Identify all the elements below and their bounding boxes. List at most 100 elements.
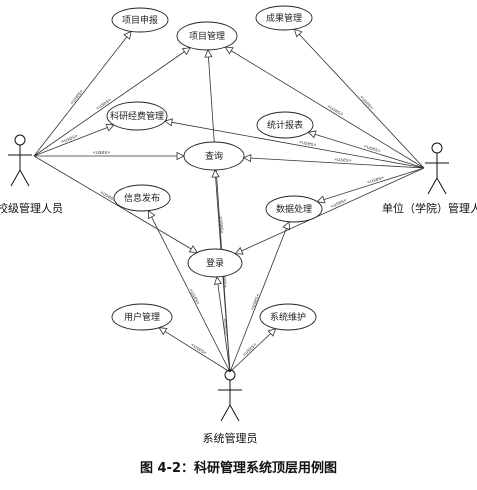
relation-line xyxy=(243,157,425,169)
use-case-ellipse xyxy=(265,195,323,223)
relation-line xyxy=(294,28,425,169)
relation-arrowhead xyxy=(307,130,317,139)
relation-stereotype-label: «uses» xyxy=(60,133,79,145)
use-case-uc7: 信息发布 xyxy=(113,184,171,212)
use-case-label: 用户管理 xyxy=(124,311,160,323)
use-case-ellipse xyxy=(187,248,243,278)
use-case-label: 信息发布 xyxy=(124,192,160,204)
relation-line xyxy=(164,120,425,169)
relation-arrowhead xyxy=(164,118,173,127)
relation-line xyxy=(317,167,425,203)
actor-head xyxy=(431,142,443,154)
actor-leg xyxy=(220,404,231,422)
relation-arrowhead xyxy=(188,245,198,253)
relation-arrowhead xyxy=(211,169,220,178)
relation-arrowhead xyxy=(242,153,252,163)
relation-arrowhead xyxy=(282,220,291,231)
relation-arrowhead xyxy=(105,123,115,132)
relation-arrowhead xyxy=(181,47,191,56)
relation-stereotype-label: «uses» xyxy=(221,318,229,336)
use-case-label: 查询 xyxy=(205,150,223,162)
relation-stereotype-label: «uses» xyxy=(326,104,344,118)
use-case-uc9: 登录 xyxy=(187,248,243,278)
relation-stereotype-label: «uses» xyxy=(363,143,382,154)
use-case-uc10: 用户管理 xyxy=(111,303,173,331)
actor-head xyxy=(14,134,26,146)
relation-line xyxy=(216,276,231,373)
use-case-ellipse xyxy=(183,141,245,171)
actor-admin: 系统管理员 xyxy=(203,369,258,445)
actor-leg xyxy=(19,169,30,187)
actor-school: 校级管理人员 xyxy=(0,134,63,215)
actor-dept: 单位（学院）管理人员 xyxy=(382,142,477,215)
use-case-label: 成果管理 xyxy=(266,12,302,24)
use-case-ellipse xyxy=(111,7,169,33)
relation-stereotype-label: «uses» xyxy=(190,342,208,356)
relation-arrowhead xyxy=(316,195,326,204)
use-case-label: 系统维护 xyxy=(270,311,306,323)
use-case-ellipse xyxy=(113,184,171,212)
use-case-label: 登录 xyxy=(206,258,224,269)
relation-line xyxy=(225,46,425,169)
relation-stereotype-label: «uses» xyxy=(298,139,316,148)
use-case-label: 数据处理 xyxy=(276,203,312,215)
relation-line xyxy=(148,210,231,373)
relation-stereotype-label: «uses» xyxy=(366,175,385,186)
use-case-uc8: 数据处理 xyxy=(265,195,323,223)
use-case-uc11: 系统维护 xyxy=(259,303,317,331)
relation-stereotype-label: «uses» xyxy=(250,293,262,312)
use-case-uc2: 项目管理 xyxy=(176,21,238,51)
use-case-label: 项目管理 xyxy=(189,30,225,42)
relation-stereotype-label: «uses» xyxy=(334,157,352,164)
relation-arrowhead xyxy=(204,49,213,58)
use-case-uc1: 项目申报 xyxy=(111,7,169,33)
relation-arrowhead xyxy=(123,30,132,40)
use-case-uc3: 成果管理 xyxy=(255,5,313,31)
relation-stereotype-label: «uses» xyxy=(69,89,85,107)
relation-arrowhead xyxy=(213,276,223,285)
relation-arrowhead xyxy=(158,327,168,336)
figure-caption: 图 4-2：科研管理系统顶层用例图 xyxy=(139,461,337,476)
relation-stereotype-label: «uses» xyxy=(329,197,347,210)
relation-arrowhead xyxy=(293,28,303,38)
relation-stereotype-label: «uses» xyxy=(221,270,228,288)
relation-line xyxy=(33,124,115,157)
use-case-diagram: «uses» «uses» «uses» «uses» «uses» «uses» «use… xyxy=(0,5,477,445)
relation-line xyxy=(229,328,276,373)
actor-leg xyxy=(427,177,438,195)
relation-line xyxy=(33,47,191,157)
use-case-uc4: 科研经费管理 xyxy=(106,101,168,131)
actor-leg xyxy=(10,169,21,187)
use-case-ellipse xyxy=(259,303,317,331)
relation-stereotype-label: «uses» xyxy=(188,288,201,306)
relation-line xyxy=(308,131,425,169)
relation-line xyxy=(158,327,231,373)
relation-arrowhead xyxy=(224,46,234,55)
actor-leg xyxy=(436,177,447,195)
use-case-ellipse xyxy=(176,21,238,51)
actor-leg xyxy=(229,404,240,422)
use-case-ellipse xyxy=(256,111,314,139)
relation-line xyxy=(229,221,290,373)
relation-stereotype-label: «uses» xyxy=(93,150,111,156)
relation-line xyxy=(235,167,425,255)
relation-arrowhead xyxy=(234,246,244,255)
actor-label: 系统管理员 xyxy=(203,431,258,445)
relation-arrowhead xyxy=(267,328,277,337)
relation-stereotype-label: «uses» xyxy=(218,216,225,234)
use-case-label: 科研经费管理 xyxy=(110,110,164,122)
relation-line xyxy=(33,155,198,253)
actor-label: 单位（学院）管理人员 xyxy=(382,201,477,215)
relation-stereotype-label: «uses» xyxy=(358,94,374,111)
use-case-ellipse xyxy=(111,303,173,331)
actor-label: 校级管理人员 xyxy=(0,201,63,215)
use-case-uc5: 统计报表 xyxy=(256,111,314,139)
relation-arrowhead xyxy=(147,209,156,220)
use-case-ellipse xyxy=(106,101,168,131)
relation-arrowhead xyxy=(176,151,185,161)
relation-line xyxy=(33,31,132,157)
use-case-ellipse xyxy=(255,5,313,31)
use-case-label: 统计报表 xyxy=(267,119,303,131)
use-case-uc6: 查询 xyxy=(183,141,245,171)
relation-stereotype-label: «uses» xyxy=(241,342,258,358)
